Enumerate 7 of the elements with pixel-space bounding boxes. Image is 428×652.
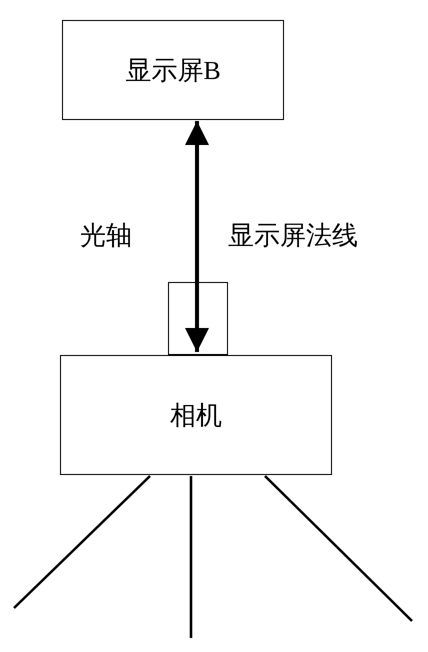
axis-label: 显示屏法线 [228,220,358,252]
camera-box [60,355,332,475]
display-screen-box [62,20,284,120]
box-label: 显示屏B [125,54,221,86]
axis-label: 光轴 [80,220,132,252]
double-arrow [185,121,209,352]
box-label: 相机 [170,400,222,432]
